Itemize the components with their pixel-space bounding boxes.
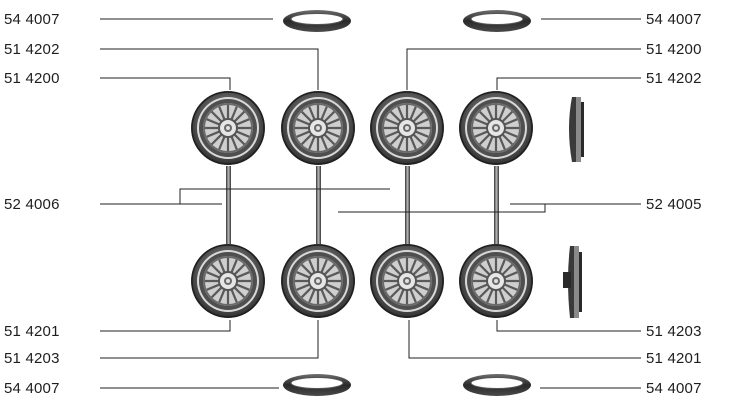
wheel-top-3 [368, 89, 446, 167]
label-wheel-top-1: 51 4200 [4, 70, 60, 87]
traction-ring-bottom-right [462, 373, 532, 397]
label-ring-bottom-left: 54 4007 [4, 380, 60, 397]
traction-ring-top-right [462, 9, 532, 33]
axle-3 [405, 166, 410, 244]
wheel-profile-bottom [563, 246, 582, 318]
label-axle-left: 52 4006 [4, 196, 60, 213]
label-wheel-top-4: 51 4202 [646, 70, 702, 87]
wheel-profile-top [569, 97, 584, 162]
label-ring-top-left: 54 4007 [4, 11, 60, 28]
label-wheel-top-3: 51 4200 [646, 41, 702, 58]
wheel-top-4 [457, 89, 535, 167]
wheel-bottom-3 [368, 242, 446, 320]
label-ring-top-right: 54 4007 [646, 11, 702, 28]
wheel-bottom-1 [189, 242, 267, 320]
leader-lines [100, 18, 641, 389]
traction-ring-bottom-left [282, 373, 352, 397]
label-wheel-bottom-3: 51 4201 [646, 350, 702, 367]
wheel-bottom-2 [279, 242, 357, 320]
wheel-bottom-4 [457, 242, 535, 320]
label-wheel-bottom-2: 51 4203 [4, 350, 60, 367]
label-wheel-top-2: 51 4202 [4, 41, 60, 58]
wheel-top-2 [279, 89, 357, 167]
label-wheel-bottom-1: 51 4201 [4, 323, 60, 340]
traction-ring-top-left [282, 9, 352, 33]
wheel-top-1 [189, 89, 267, 167]
axle-1 [226, 166, 231, 244]
label-wheel-bottom-4: 51 4203 [646, 323, 702, 340]
label-axle-right: 52 4005 [646, 196, 702, 213]
label-ring-bottom-right: 54 4007 [646, 380, 702, 397]
axle-2 [316, 166, 321, 244]
axle-4 [494, 166, 499, 244]
